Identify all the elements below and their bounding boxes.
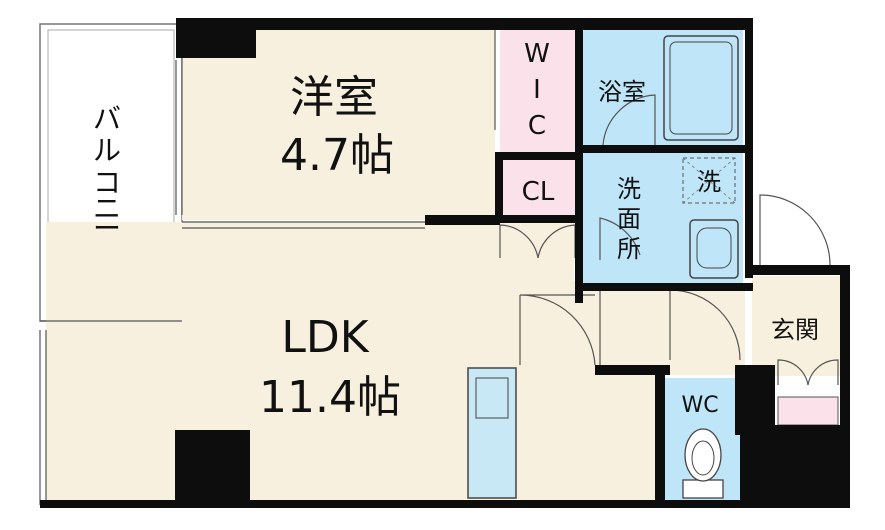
balcony-char-2: ル <box>93 134 121 167</box>
closet-label: CL <box>522 177 555 207</box>
wic-floor <box>500 30 575 152</box>
balcony-char-5: ー <box>93 212 121 245</box>
washer-space <box>682 157 736 204</box>
western-room-floor <box>182 30 495 220</box>
shoe-cabinet <box>777 396 839 426</box>
door-swings <box>499 94 839 386</box>
washroom-label-2: 面 <box>617 205 641 233</box>
bathtub <box>663 35 739 141</box>
bath-label: 浴室 <box>598 78 646 106</box>
partition-lines <box>39 30 601 505</box>
wic-label-w: W <box>524 39 550 69</box>
wic-label-i: I <box>533 75 541 105</box>
washer-label: 洗 <box>697 168 721 196</box>
balcony-char-1: バ <box>93 102 121 135</box>
ldk-size: 11.4帖 <box>259 372 401 423</box>
toilet-label: WC <box>681 393 718 418</box>
room-labels: 洋室 4.7帖 W I C CL 浴室 洗 面 所 洗 バ ル コ ニ ー LD… <box>93 39 819 423</box>
ldk-name: LDK <box>281 312 369 363</box>
ldk-floor-lower <box>46 222 574 282</box>
hall-floor <box>595 368 657 502</box>
fixtures <box>467 35 739 499</box>
closet-floor <box>500 160 575 215</box>
toilet-bowl <box>682 428 724 499</box>
entrance-floor <box>752 276 842 376</box>
walls <box>40 18 850 508</box>
wic-label-c: C <box>528 111 546 141</box>
entrance-label: 玄関 <box>771 316 819 344</box>
kitchen-counter <box>467 367 517 499</box>
washroom-label-3: 所 <box>617 235 641 263</box>
wash-basin <box>689 219 739 279</box>
washroom-label-1: 洗 <box>617 175 641 203</box>
balcony-char-4: ニ <box>93 192 121 225</box>
balcony-char-3: コ <box>93 166 121 199</box>
western-room-size: 4.7帖 <box>280 130 394 181</box>
western-room-name: 洋室 <box>290 72 378 123</box>
floor-areas <box>46 30 842 502</box>
